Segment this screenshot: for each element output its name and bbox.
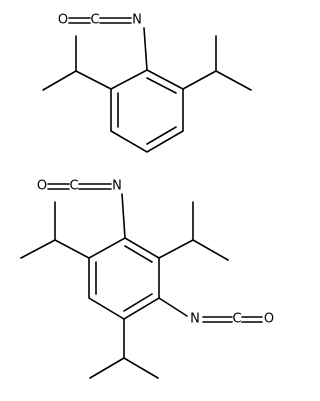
atom-o: O bbox=[58, 13, 68, 28]
bond-ring-n2 bbox=[158, 297, 188, 317]
atom-c1: C bbox=[69, 179, 78, 194]
atom-n1: N bbox=[112, 179, 122, 194]
m2-left-isopropyl-ch bbox=[54, 239, 90, 259]
benzene-ring-2 bbox=[88, 237, 160, 320]
right-isopropyl-me2 bbox=[215, 70, 252, 91]
molecule-1: O C N bbox=[42, 13, 252, 153]
atom-c2: C bbox=[232, 312, 241, 327]
left-isopropyl-ch bbox=[75, 70, 112, 90]
ring-2-double-bond-a bbox=[124, 245, 153, 263]
atom-n2: N bbox=[190, 312, 200, 327]
atom-c: C bbox=[90, 13, 99, 28]
m2-right-isopropyl-me2 bbox=[192, 239, 229, 261]
chemical-structure-diagram: O C N O C bbox=[20, 13, 274, 379]
ring-1-double-bond-a bbox=[146, 77, 177, 94]
bottom-isopropyl-me2 bbox=[123, 357, 159, 379]
m2-left-isopropyl-me2 bbox=[20, 239, 56, 259]
molecule-2: O C N N C O bbox=[20, 179, 274, 379]
bond-n1-ring bbox=[121, 193, 126, 239]
atom-o2: O bbox=[264, 312, 274, 327]
atom-o1: O bbox=[37, 179, 47, 194]
benzene-ring-1 bbox=[110, 69, 184, 153]
bond-n-ring bbox=[143, 27, 148, 71]
atom-n: N bbox=[132, 13, 142, 28]
bottom-isopropyl-me1 bbox=[89, 357, 125, 379]
ring-1-double-bond-b bbox=[146, 126, 177, 145]
m2-right-isopropyl-ch bbox=[158, 239, 194, 259]
left-isopropyl-me2 bbox=[42, 70, 77, 91]
right-isopropyl-ch bbox=[182, 70, 217, 90]
ring-2-double-bond-b bbox=[123, 293, 153, 312]
